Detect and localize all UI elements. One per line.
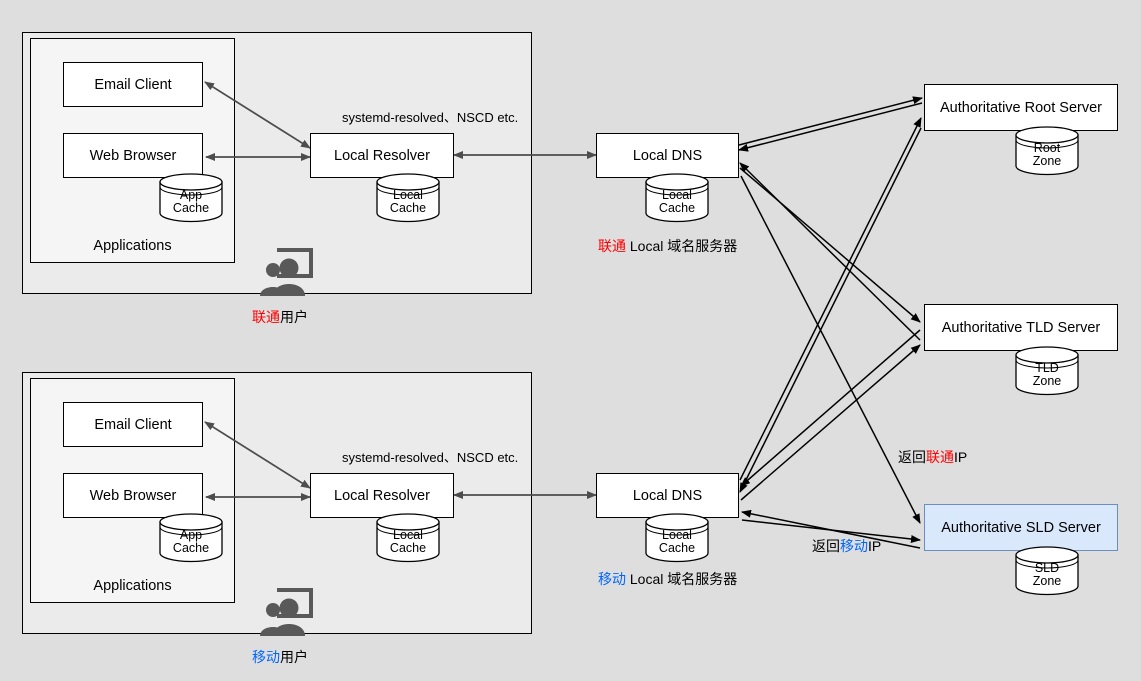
unicom-local-dns-caption: 联通 Local 域名服务器 — [598, 236, 737, 256]
unicom-dns-cache-cylinder: Local Cache — [645, 173, 709, 223]
return-unicom-ip-suffix: IP — [954, 449, 968, 465]
mobile-web-browser-label: Web Browser — [89, 487, 177, 504]
unicom-local-dns-label: Local DNS — [632, 147, 703, 164]
unicom-user-caption-rest: 用户 — [280, 309, 308, 325]
root-zone-cylinder: Root Zone — [1015, 126, 1079, 176]
unicom-local-cache-cylinder: Local Cache — [376, 173, 440, 223]
mobile-user-caption: 移动用户 — [252, 647, 308, 667]
mobile-local-cache-cylinder: Local Cache — [376, 513, 440, 563]
mobile-local-dns-caption-rest: Local 域名服务器 — [626, 571, 738, 587]
unicom-resolver-note-text: systemd-resolved、NSCD etc. — [342, 110, 519, 125]
unicom-app-cache-cylinder: App Cache — [159, 173, 223, 223]
mobile-local-dns-caption-accent: 移动 — [598, 571, 626, 587]
mobile-users-screen-icon — [255, 586, 317, 636]
return-unicom-ip-prefix: 返回 — [898, 449, 926, 465]
mobile-resolver-note: systemd-resolved、NSCD etc. — [342, 447, 518, 466]
return-unicom-ip-label: 返回联通IP — [898, 447, 967, 467]
return-mobile-ip-suffix: IP — [868, 538, 882, 554]
unicom-web-browser-label: Web Browser — [89, 147, 177, 164]
authoritative-root-server-node[interactable]: Authoritative Root Server — [924, 84, 1118, 131]
unicom-local-resolver-node[interactable]: Local Resolver — [310, 133, 454, 178]
unicom-users-screen-icon — [255, 246, 317, 296]
mobile-email-client-label: Email Client — [94, 416, 172, 433]
return-unicom-ip-accent: 联通 — [926, 449, 954, 465]
unicom-email-client-node[interactable]: Email Client — [63, 62, 203, 107]
mobile-dns-cache-cylinder: Local Cache — [645, 513, 709, 563]
mobile-web-browser-node[interactable]: Web Browser — [63, 473, 203, 518]
mobile-local-dns-label: Local DNS — [632, 487, 703, 504]
authoritative-sld-server-node[interactable]: Authoritative SLD Server — [924, 504, 1118, 551]
mobile-local-dns-caption: 移动 Local 域名服务器 — [598, 569, 737, 589]
mobile-local-dns-node[interactable]: Local DNS — [596, 473, 739, 518]
unicom-resolver-note: systemd-resolved、NSCD etc. — [342, 107, 518, 126]
mobile-local-resolver-node[interactable]: Local Resolver — [310, 473, 454, 518]
authoritative-sld-server-label: Authoritative SLD Server — [941, 519, 1101, 536]
unicom-user-caption: 联通用户 — [252, 307, 308, 327]
authoritative-root-server-label: Authoritative Root Server — [940, 99, 1102, 116]
mobile-resolver-note-text: systemd-resolved、NSCD etc. — [342, 450, 519, 465]
mobile-user-caption-accent: 移动 — [252, 649, 280, 665]
mobile-user-caption-rest: 用户 — [280, 649, 308, 665]
unicom-web-browser-node[interactable]: Web Browser — [63, 133, 203, 178]
unicom-local-dns-caption-accent: 联通 — [598, 238, 626, 254]
unicom-local-resolver-label: Local Resolver — [334, 147, 430, 164]
unicom-user-caption-accent: 联通 — [252, 309, 280, 325]
mobile-email-client-node[interactable]: Email Client — [63, 402, 203, 447]
authoritative-tld-server-label: Authoritative TLD Server — [941, 319, 1101, 336]
return-mobile-ip-accent: 移动 — [840, 538, 868, 554]
unicom-email-client-label: Email Client — [94, 76, 172, 93]
mobile-local-resolver-label: Local Resolver — [334, 487, 430, 504]
return-mobile-ip-label: 返回移动IP — [812, 536, 881, 556]
authoritative-tld-server-node[interactable]: Authoritative TLD Server — [924, 304, 1118, 351]
applications-label: Applications — [93, 238, 172, 254]
tld-zone-cylinder: TLD Zone — [1015, 346, 1079, 396]
mobile-app-cache-cylinder: App Cache — [159, 513, 223, 563]
sld-zone-cylinder: SLD Zone — [1015, 546, 1079, 596]
unicom-local-dns-caption-rest: Local 域名服务器 — [626, 238, 738, 254]
applications-label: Applications — [93, 578, 172, 594]
return-mobile-ip-prefix: 返回 — [812, 538, 840, 554]
unicom-local-dns-node[interactable]: Local DNS — [596, 133, 739, 178]
